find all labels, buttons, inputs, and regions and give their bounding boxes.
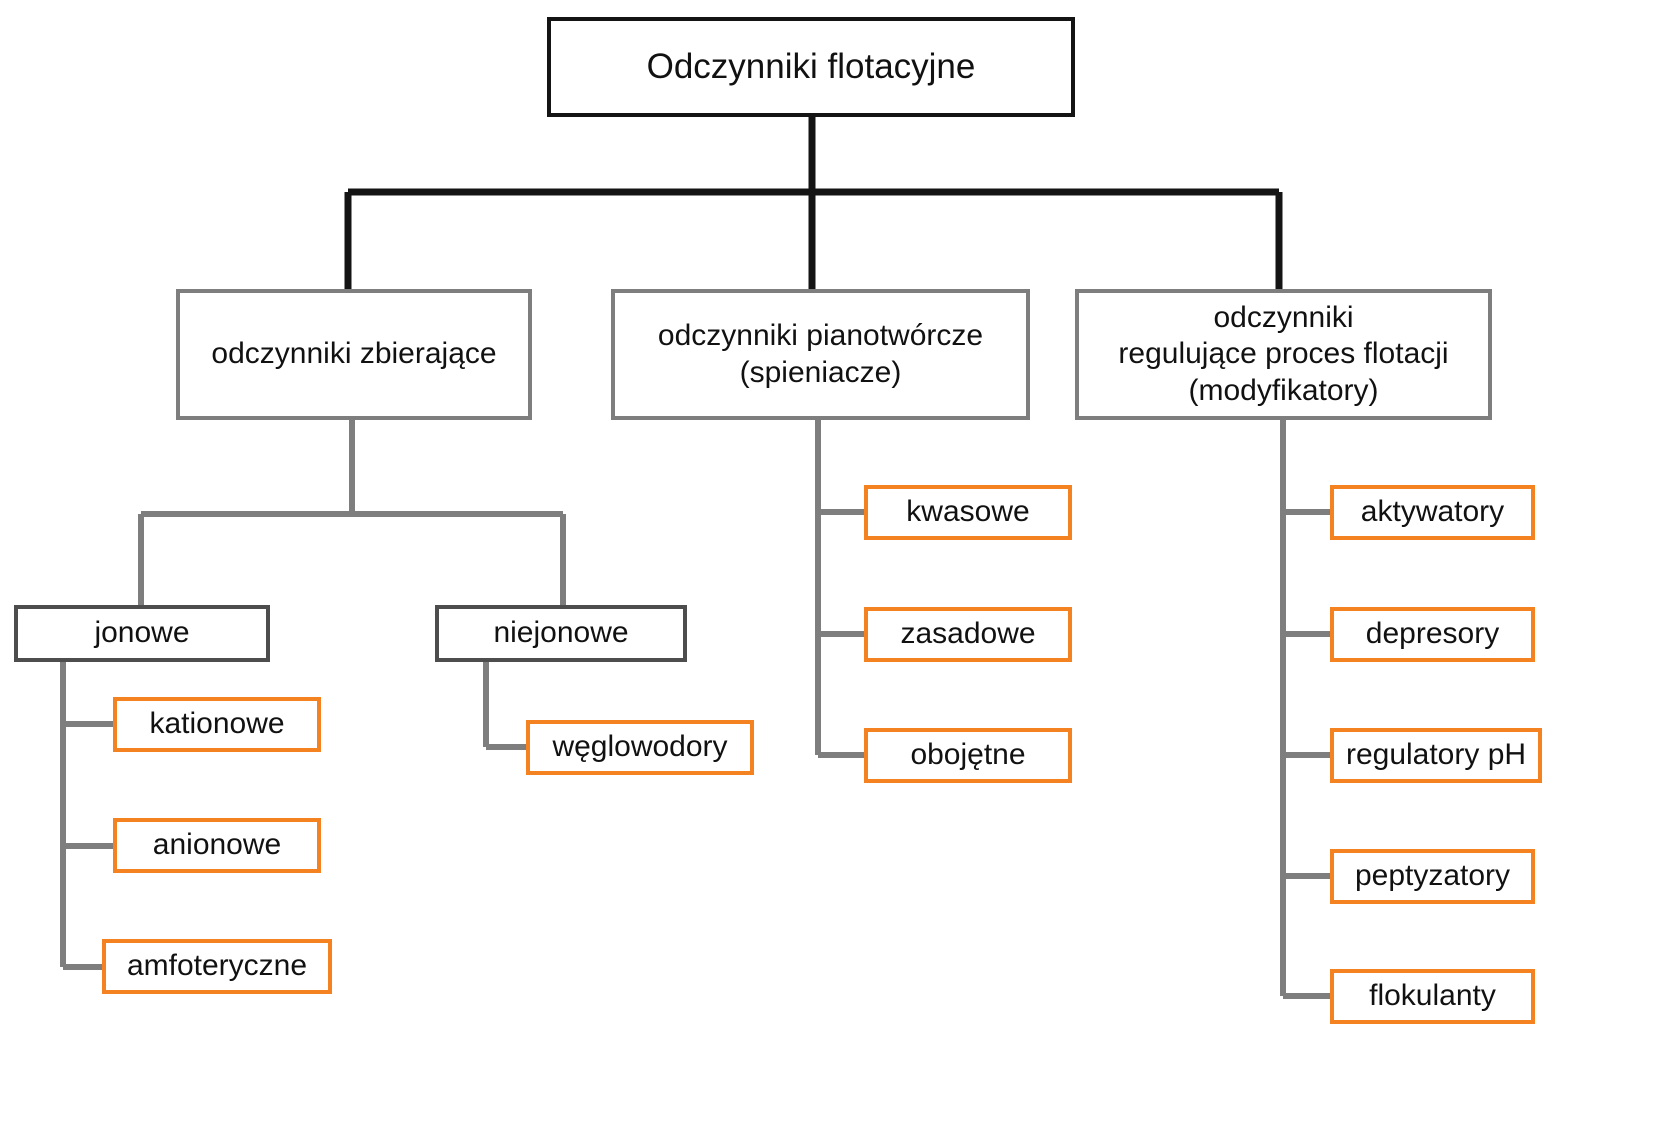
- leaf-kationowe[interactable]: kationowe: [113, 697, 321, 752]
- leaf-weglowodory[interactable]: węglowodory: [526, 720, 754, 775]
- leaf-obojetne[interactable]: obojętne: [864, 728, 1072, 783]
- leaf-regulatory-ph[interactable]: regulatory pH: [1330, 728, 1542, 783]
- node-jonowe[interactable]: jonowe: [14, 605, 270, 662]
- leaf-zasadowe[interactable]: zasadowe: [864, 607, 1072, 662]
- node-odczynniki-modyfikatory[interactable]: odczynniki regulujące proces flotacji (m…: [1075, 289, 1492, 420]
- leaf-peptyzatory[interactable]: peptyzatory: [1330, 849, 1535, 904]
- leaf-depresory[interactable]: depresory: [1330, 607, 1535, 662]
- node-odczynniki-pianotworcze[interactable]: odczynniki pianotwórcze (spieniacze): [611, 289, 1030, 420]
- leaf-kwasowe[interactable]: kwasowe: [864, 485, 1072, 540]
- node-root[interactable]: Odczynniki flotacyjne: [547, 17, 1075, 117]
- node-odczynniki-zbierajace[interactable]: odczynniki zbierające: [176, 289, 532, 420]
- leaf-amfoteryczne[interactable]: amfoteryczne: [102, 939, 332, 994]
- leaf-flokulanty[interactable]: flokulanty: [1330, 969, 1535, 1024]
- leaf-anionowe[interactable]: anionowe: [113, 818, 321, 873]
- node-niejonowe[interactable]: niejonowe: [435, 605, 687, 662]
- leaf-aktywatory[interactable]: aktywatory: [1330, 485, 1535, 540]
